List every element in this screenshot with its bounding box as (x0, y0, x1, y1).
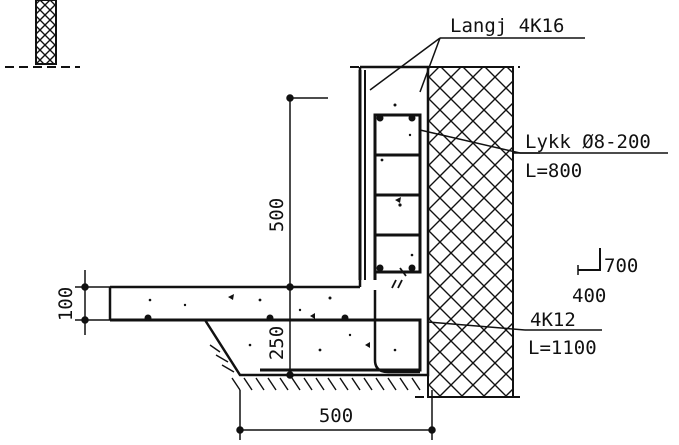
label-bend-vertical: 700 (604, 255, 638, 277)
label-bend-horizontal: 400 (572, 285, 606, 307)
dimension-lines (75, 94, 436, 440)
top-left-column (5, 0, 80, 68)
label-lykk-length: L=800 (525, 160, 582, 182)
reinforcement (110, 70, 422, 374)
insulation-block (350, 66, 540, 398)
label-bottom-bar-length: L=1100 (528, 337, 597, 359)
dim-footing-width: 500 (319, 405, 353, 427)
dim-haunch: 250 (266, 326, 288, 360)
leader-lines (369, 37, 668, 331)
label-lykk: Lykk Ø8-200 (525, 131, 651, 153)
concrete-speckle (148, 103, 414, 352)
dim-wall-height: 500 (266, 198, 288, 232)
label-langj: Langj 4K16 (450, 15, 564, 37)
dim-slab-thickness: 100 (55, 287, 77, 321)
ground-hatch (209, 344, 421, 391)
label-bottom-bar: 4K12 (530, 309, 576, 331)
